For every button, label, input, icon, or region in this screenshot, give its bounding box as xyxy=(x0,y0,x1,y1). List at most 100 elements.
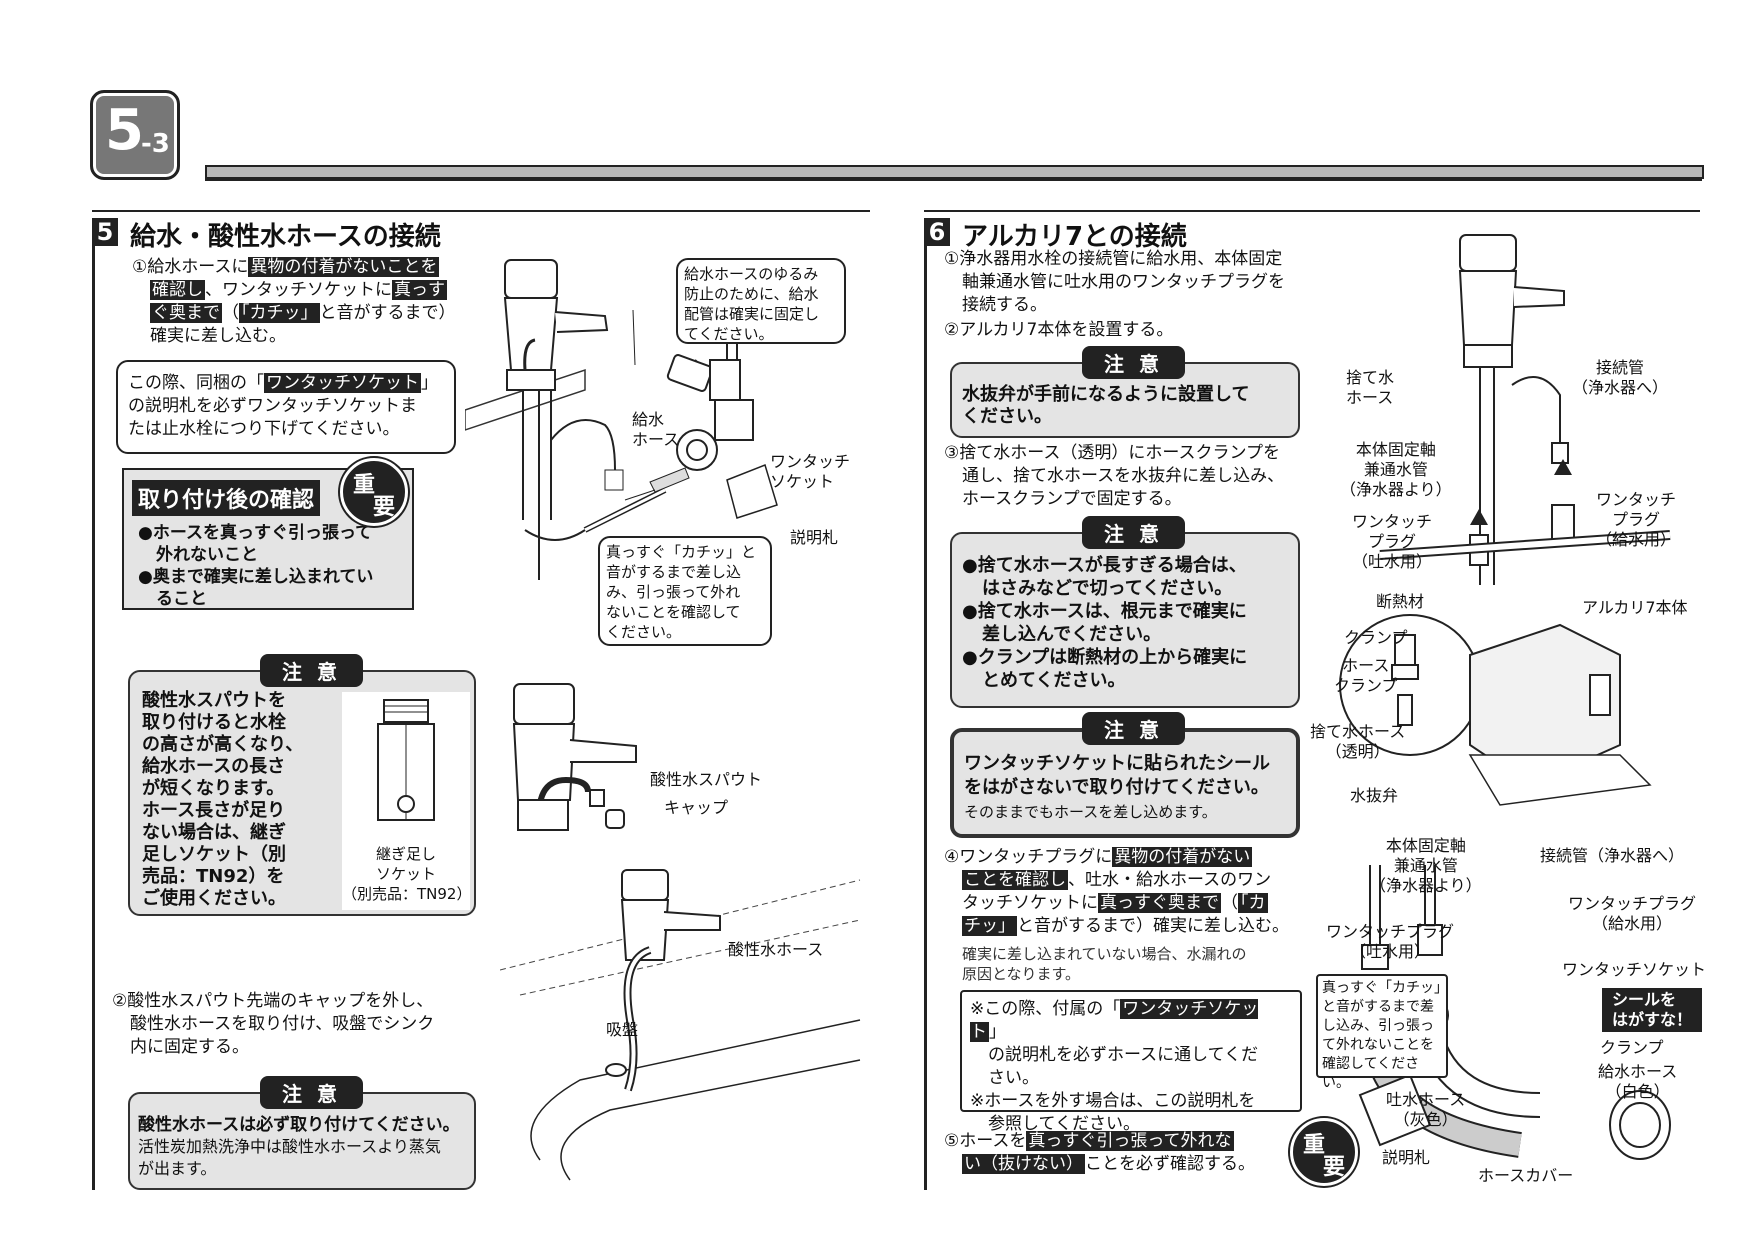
text: 活性炭加熱洗浄中は酸性水ホースより蒸気 xyxy=(138,1137,441,1156)
sink-hose-illustration xyxy=(500,869,861,1181)
text: 音がするまで差し込 xyxy=(606,563,742,581)
label-plug-outlet: ワンタッチ プラグ （吐水用） xyxy=(1352,512,1432,572)
text: ホース長さが足り xyxy=(142,800,286,821)
text: 重 xyxy=(353,473,376,498)
section5-step2: ②酸性水スパウト先端のキャップを外し、 酸性水ホースを取り付け、吸盤でシンク 内… xyxy=(112,990,492,1059)
text: 参照してください。 xyxy=(988,1114,1140,1134)
text: ホース xyxy=(1342,656,1390,675)
highlight: ことを確認し xyxy=(962,870,1068,890)
text: ホース xyxy=(632,430,680,449)
text: が出ます。 xyxy=(138,1159,217,1178)
badge-main: 5 xyxy=(105,98,144,163)
text: 本体固定軸 xyxy=(1385,836,1466,855)
text: 酸性水ホースを取り付け、吸盤でシンク xyxy=(130,1014,435,1034)
callout-fix-pipe: 給水ホースのゆるみ 防止のために、給水 配管は確実に固定し てください。 xyxy=(676,258,846,344)
label-plug-inlet-b: ワンタッチプラグ （給水用） xyxy=(1568,894,1696,934)
caution-text: 酸性水ホースは必ず取り付けてください。 活性炭加熱洗浄中は酸性水ホースより蒸気 … xyxy=(138,1114,460,1180)
text: （別売品：TN92） xyxy=(342,885,472,903)
text: の高さが高くなり、 xyxy=(142,734,304,755)
text: と音がするまで） xyxy=(319,303,456,323)
section5-header: 5 給水・酸性水ホースの接続 xyxy=(92,210,870,252)
text: ソケット xyxy=(770,472,835,491)
text: 給水ホースの長さ xyxy=(142,756,286,777)
label-alkali7-body: アルカリ7本体 xyxy=(1582,598,1688,617)
text: ワンタッチプラグ xyxy=(1326,922,1455,941)
text: （給水用） xyxy=(1592,914,1673,933)
text: プラグ xyxy=(1368,532,1417,551)
highlight: 真っすぐ奥まで xyxy=(1098,893,1221,913)
label-plug-outlet-b: ワンタッチプラグ （吐水用） xyxy=(1326,922,1454,962)
section6-caution-valve: 注 意 水抜弁が手前になるように設置して ください。 xyxy=(950,346,1300,438)
caution-text: ●捨て水ホースが長すぎる場合は、 はさみなどで切ってください。 ●捨て水ホースは… xyxy=(962,554,1247,692)
text: 真っすぐ「カチッ」 xyxy=(1322,980,1448,996)
label-clamp: クランプ xyxy=(1344,628,1408,647)
text: はがすな！ xyxy=(1612,1010,1693,1029)
text: （給水用） xyxy=(1596,530,1677,549)
highlight: 異物の付着がないことを xyxy=(248,257,440,277)
label-supply-hose: 給水 ホース xyxy=(632,410,679,450)
text: ●ホースを真っすぐ引っ張って xyxy=(138,523,373,543)
label-connection-pipe: 接続管 （浄水器へ） xyxy=(1572,358,1668,398)
acid-spout-illustration xyxy=(512,683,637,831)
text: ご使用ください。 xyxy=(142,888,286,909)
text: ホース xyxy=(1346,388,1394,407)
label-acid-spout: 酸性水スパウト xyxy=(650,770,763,789)
important-badge: 重 要 xyxy=(1290,1118,1358,1186)
callout-click-insert-b: 真っすぐ「カチッ」 と音がするまで差 し込み、引っ張っ て外れないことを 確認し… xyxy=(1316,974,1448,1091)
section5-left-rule xyxy=(92,240,95,1190)
text: 配管は確実に固定し xyxy=(684,305,820,323)
highlight: ワンタッチソケット xyxy=(264,373,421,393)
label-socket-b: ワンタッチソケット xyxy=(1562,960,1707,979)
highlight: 「カ xyxy=(1238,893,1268,913)
faucet-supply-illustration xyxy=(465,259,778,580)
highlight: い（抜けない） xyxy=(962,1154,1085,1174)
text: ワンタッチ xyxy=(1596,490,1677,509)
text: 確実に差し込まれていない場合、水漏れの xyxy=(962,945,1247,963)
text: （吐水用） xyxy=(1350,942,1431,961)
text: てください。 xyxy=(684,325,774,343)
text: プラグ xyxy=(1612,510,1661,529)
text: 継ぎ足し xyxy=(375,845,436,863)
text: 本体固定軸 xyxy=(1355,440,1436,459)
text: 防止のために、給水 xyxy=(684,285,819,303)
text: シールを xyxy=(1612,990,1677,1009)
text: （白色） xyxy=(1605,1082,1670,1101)
label-cap: キャップ xyxy=(664,798,729,817)
text: さい。 xyxy=(988,1068,1039,1088)
highlight: 確認し xyxy=(150,280,205,300)
text: ④ワンタッチプラグに xyxy=(944,847,1113,867)
caution-tag: 注 意 xyxy=(1082,712,1185,745)
text: 接続する。 xyxy=(962,295,1047,315)
section5-step1: ①給水ホースに異物の付着がないことを 確認し、ワンタッチソケットに真っす ぐ奥ま… xyxy=(132,256,492,348)
text: はさみなどで切ってください。 xyxy=(982,578,1233,599)
text: （浄水器へ） xyxy=(1572,378,1669,397)
text: 要 xyxy=(1323,1155,1346,1180)
text: 接続管 xyxy=(1596,358,1645,377)
text: タッチソケットに xyxy=(962,893,1098,913)
section5-number: 5 xyxy=(92,218,118,246)
text: 酸性水ホースは必ず取り付けてください。 xyxy=(138,1115,460,1135)
text: ●奥まで確実に差し込まれてい xyxy=(138,567,374,587)
text: ください。 xyxy=(606,623,682,641)
section6-number: 6 xyxy=(924,218,950,246)
section6-step4: ④ワンタッチプラグに異物の付着がない ことを確認し、吐水・給水ホースのワン タッ… xyxy=(944,846,1334,984)
text: ※この際、付属の「 xyxy=(970,999,1121,1019)
text: 、ワンタッチソケットに xyxy=(205,280,392,300)
text: （灰色） xyxy=(1393,1110,1458,1129)
text: たは止水栓につり下げてください。 xyxy=(128,419,400,439)
text: ソケット xyxy=(375,865,436,883)
section6-step1: ①浄水器用水栓の接続管に給水用、本体固定 軸兼通水管に吐水用のワンタッチプラグを… xyxy=(944,248,1334,342)
text: ください。 xyxy=(962,406,1052,427)
text: ●捨て水ホースが長すぎる場合は、 xyxy=(962,555,1247,576)
text: ●クランプは断熱材の上から確実に xyxy=(962,647,1248,668)
label-supply-hose-white: 給水ホース （白色） xyxy=(1598,1062,1677,1102)
text: 酸性水スパウトを xyxy=(142,690,286,711)
text: ホースクランプで固定する。 xyxy=(962,489,1182,509)
label-hose-cover: ホースカバー xyxy=(1478,1166,1574,1185)
text: （ xyxy=(1221,893,1238,913)
section6-step5: ⑤ホースを真っすぐ引っ張って外れな い（抜けない）ことを必ず確認する。 xyxy=(944,1130,1274,1176)
text: 、吐水・給水ホースのワン xyxy=(1068,870,1272,890)
text: 給水ホースのゆるみ xyxy=(684,265,819,283)
text: （ xyxy=(222,303,239,323)
label-drain-hose-clear: 捨て水ホース （透明） xyxy=(1310,722,1405,762)
